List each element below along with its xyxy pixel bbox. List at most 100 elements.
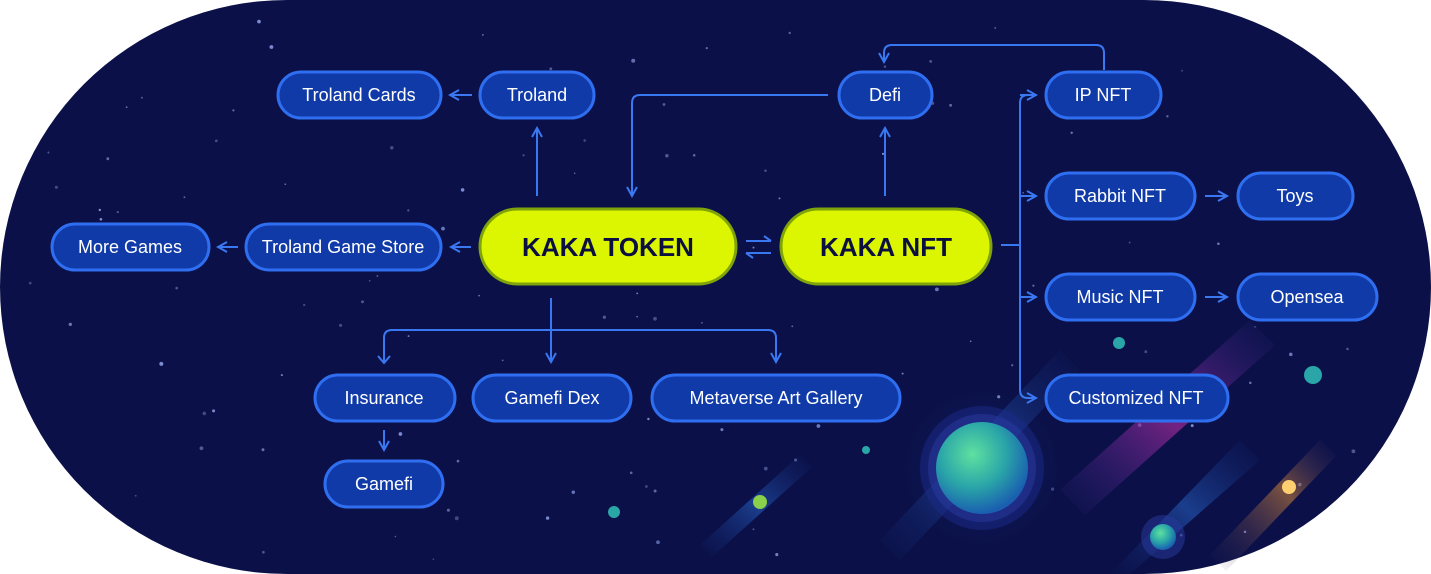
star-dot — [720, 428, 724, 432]
node-opensea-label: Opensea — [1270, 287, 1344, 307]
node-ip-nft-pill — [1044, 70, 1163, 120]
node-gamefi-dex[interactable]: Gamefi Dex — [471, 373, 633, 423]
node-gamefi[interactable]: Gamefi — [323, 459, 445, 509]
node-gamefi-label: Gamefi — [355, 474, 413, 494]
star-dot — [262, 550, 265, 554]
kaka-nft-label: KAKA NFT — [820, 232, 952, 262]
exchange-arrow-bottom — [745, 252, 771, 259]
node-gamefi-dex-label: Gamefi Dex — [504, 388, 599, 408]
star-dot — [269, 45, 274, 49]
node-insurance-label: Insurance — [344, 388, 423, 408]
node-troland-game-store-pill — [244, 222, 443, 272]
node-music-nft[interactable]: Music NFT — [1044, 272, 1197, 322]
star-dot — [376, 275, 379, 277]
star-dot — [665, 153, 669, 158]
node-rabbit-nft[interactable]: Rabbit NFT — [1044, 171, 1197, 221]
planet-teal-2 — [1113, 337, 1125, 349]
star-dot — [339, 323, 343, 327]
node-rabbit-nft-label: Rabbit NFT — [1074, 186, 1166, 206]
connector-token-bus — [383, 329, 776, 362]
kaka-nft-node[interactable]: KAKA NFT — [779, 207, 993, 286]
star-dot — [68, 322, 72, 327]
node-gamefi-pill — [323, 459, 445, 509]
kaka-token-node[interactable]: KAKA TOKEN — [478, 207, 738, 286]
star-dot — [261, 448, 265, 452]
kaka-token-label: KAKA TOKEN — [522, 232, 694, 262]
star-dot — [1249, 381, 1252, 385]
star-dot — [446, 508, 450, 512]
node-defi[interactable]: Defi — [837, 70, 934, 120]
star-dot — [571, 490, 575, 494]
star-dot — [280, 374, 283, 377]
star-dot — [763, 466, 768, 471]
node-toys-label: Toys — [1276, 186, 1313, 206]
star-dot — [394, 535, 397, 538]
node-more-games-label: More Games — [78, 237, 182, 257]
star-dot — [390, 146, 394, 150]
node-insurance[interactable]: Insurance — [313, 373, 457, 423]
node-troland-game-store[interactable]: Troland Game Store — [244, 222, 443, 272]
star-dot — [125, 106, 128, 109]
node-music-nft-pill — [1044, 272, 1197, 322]
node-troland-game-store-label: Troland Game Store — [262, 237, 424, 257]
exchange-arrow-top — [746, 235, 772, 242]
star-dot — [361, 300, 364, 304]
node-troland-cards[interactable]: Troland Cards — [276, 70, 443, 120]
node-defi-pill — [837, 70, 934, 120]
star-dot — [398, 432, 403, 436]
star-dot — [583, 139, 586, 142]
star-dot — [257, 19, 261, 24]
kaka-token-pill — [478, 207, 738, 286]
star-dot — [949, 103, 953, 107]
planet-teal-3 — [608, 506, 620, 518]
star-dot — [1181, 69, 1184, 72]
node-more-games-pill — [50, 222, 211, 272]
star-dot — [1351, 449, 1356, 454]
star-dot — [214, 139, 218, 143]
node-music-nft-label: Music NFT — [1077, 287, 1164, 307]
star-dot — [994, 26, 997, 29]
star-dot — [752, 528, 755, 531]
node-toys[interactable]: Toys — [1236, 171, 1355, 221]
node-metaverse-art-gallery[interactable]: Metaverse Art Gallery — [650, 373, 902, 423]
star-dot — [106, 157, 110, 161]
star-dot — [482, 34, 484, 36]
star-dot — [549, 67, 553, 71]
star-dot — [573, 172, 576, 175]
node-opensea[interactable]: Opensea — [1236, 272, 1379, 322]
star-dot — [232, 109, 235, 112]
star-dot — [368, 279, 371, 282]
planet-small-icon — [1150, 524, 1176, 550]
star-dot — [656, 540, 660, 545]
star-dot — [478, 294, 480, 297]
node-ip-nft[interactable]: IP NFT — [1044, 70, 1163, 120]
star-dot — [1070, 131, 1073, 135]
star-dot — [1289, 352, 1293, 357]
node-insurance-pill — [313, 373, 457, 423]
star-dot — [935, 287, 939, 292]
node-customized-nft[interactable]: Customized NFT — [1044, 373, 1230, 423]
star-dot — [775, 553, 779, 557]
node-customized-nft-label: Customized NFT — [1068, 388, 1203, 408]
star-dot — [456, 459, 460, 463]
star-dot — [116, 211, 119, 214]
node-gamefi-dex-pill — [471, 373, 633, 423]
star-dot — [645, 485, 648, 488]
node-metaverse-art-gallery-label: Metaverse Art Gallery — [689, 388, 862, 408]
star-dot — [752, 246, 755, 249]
star-dot — [432, 558, 435, 561]
star-dot — [28, 281, 32, 285]
star-dot — [883, 65, 887, 68]
planet-large-icon — [936, 422, 1028, 514]
star-dot — [705, 46, 708, 50]
star-dot — [47, 151, 50, 154]
star-dot — [407, 209, 410, 212]
node-troland[interactable]: Troland — [478, 70, 596, 120]
star-dot — [969, 340, 972, 343]
star-dot — [54, 185, 58, 189]
node-more-games[interactable]: More Games — [50, 222, 211, 272]
star-green — [753, 495, 767, 509]
node-customized-nft-pill — [1044, 373, 1230, 423]
star-dot — [929, 60, 933, 63]
planet-teal-1 — [1304, 366, 1322, 384]
